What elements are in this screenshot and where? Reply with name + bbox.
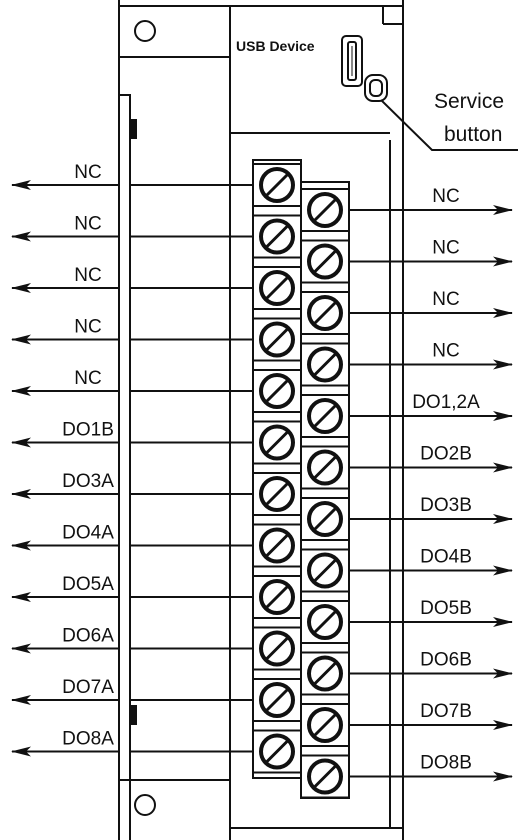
left-terminal-label: DO7A — [62, 677, 114, 698]
right-terminal-row: DO5B — [300, 598, 513, 644]
terminal-screw-icon[interactable] — [252, 575, 302, 619]
usb-device-label: USB Device — [236, 38, 315, 54]
terminal-screw-icon[interactable] — [300, 188, 350, 232]
right-terminal-row: DO1,2A — [300, 392, 513, 438]
right-terminal-label: DO1,2A — [412, 392, 480, 413]
left-terminal-row: DO7A — [11, 677, 302, 722]
left-terminal-row: DO1B — [11, 420, 302, 465]
right-terminal-row: NC — [300, 289, 513, 335]
right-terminal-row: NC — [300, 186, 513, 232]
terminal-screw-icon[interactable] — [252, 317, 302, 362]
right-terminal-row: DO6B — [300, 650, 513, 696]
left-terminal-label: NC — [74, 265, 101, 286]
left-terminal-row: NC — [11, 265, 302, 310]
right-terminal-row-group: NC NC NC NC DO1,2A DO2B DO3B DO4B DO5B DO6B DO7B DO… — [300, 186, 513, 799]
terminal-screw-icon[interactable] — [300, 600, 350, 644]
left-terminal-label: DO6A — [62, 626, 114, 647]
right-terminal-label: NC — [432, 186, 459, 207]
terminal-screw-icon[interactable] — [252, 678, 302, 722]
left-terminal-label: NC — [74, 214, 101, 235]
left-terminal-label: NC — [74, 368, 101, 389]
terminal-screw-icon[interactable] — [252, 626, 302, 671]
left-terminal-row: DO8A — [11, 729, 302, 774]
terminal-screw-icon[interactable] — [300, 291, 350, 335]
right-terminal-label: NC — [432, 289, 459, 310]
terminal-screw-icon[interactable] — [300, 445, 350, 490]
terminal-screw-icon[interactable] — [252, 369, 302, 413]
right-terminal-label: DO3B — [420, 495, 472, 516]
service-button-leader — [380, 99, 518, 151]
right-terminal-row: NC — [300, 341, 513, 387]
service-button-label-line2: button — [444, 123, 502, 146]
terminal-screw-icon[interactable] — [252, 729, 302, 774]
right-terminal-row: DO8B — [300, 753, 513, 799]
right-terminal-row: DO3B — [300, 495, 513, 541]
terminal-screw-icon[interactable] — [300, 497, 350, 541]
left-terminal-label: DO8A — [62, 729, 114, 750]
right-terminal-row: DO7B — [300, 701, 513, 747]
left-terminal-label: DO1B — [62, 420, 114, 441]
service-button[interactable] — [364, 74, 388, 102]
right-terminal-row: DO2B — [300, 444, 513, 490]
service-button-label-line1: Service — [434, 90, 504, 113]
left-terminal-row: NC — [11, 317, 302, 362]
right-terminal-label: DO6B — [420, 650, 472, 671]
terminal-screw-icon[interactable] — [252, 163, 302, 207]
left-terminal-label: NC — [74, 317, 101, 338]
mount-hole-icon — [134, 794, 156, 816]
left-terminal-row: DO4A — [11, 523, 302, 568]
left-terminal-row-group: NC NC NC NC NC DO1B DO3A DO4A DO5A DO6A DO7A DO8A — [11, 162, 302, 774]
right-terminal-label: DO4B — [420, 547, 472, 568]
right-terminal-label: DO5B — [420, 598, 472, 619]
usb-port-icon[interactable] — [341, 35, 363, 87]
right-terminal-label: DO7B — [420, 701, 472, 722]
terminal-screw-icon[interactable] — [252, 420, 302, 465]
side-rail-right — [382, 6, 403, 828]
usb-section: USB Device — [230, 38, 390, 134]
left-terminal-row: NC — [11, 368, 302, 413]
terminal-screw-icon[interactable] — [252, 214, 302, 259]
right-terminal-label: DO8B — [420, 753, 472, 774]
left-terminal-row: NC — [11, 162, 302, 207]
terminal-screw-icon[interactable] — [300, 703, 350, 747]
left-terminal-label: NC — [74, 162, 101, 183]
terminal-screw-icon[interactable] — [252, 266, 302, 310]
left-terminal-label: DO3A — [62, 471, 114, 492]
left-terminal-row: DO3A — [11, 471, 302, 516]
right-terminal-row: NC — [300, 238, 513, 284]
left-terminal-row: DO6A — [11, 626, 302, 671]
left-terminal-label: DO4A — [62, 523, 114, 544]
terminal-screw-icon[interactable] — [300, 548, 350, 593]
right-terminal-label: DO2B — [420, 444, 472, 465]
right-terminal-label: NC — [432, 341, 459, 362]
terminal-screw-icon[interactable] — [252, 472, 302, 516]
mount-hole-icon — [134, 20, 156, 42]
right-terminal-label: NC — [432, 238, 459, 259]
terminal-screw-icon[interactable] — [300, 651, 350, 696]
terminal-screw-icon[interactable] — [300, 394, 350, 438]
left-terminal-row: NC — [11, 214, 302, 259]
terminal-screw-icon[interactable] — [252, 523, 302, 568]
side-rail-left — [119, 94, 137, 840]
terminal-screw-icon[interactable] — [300, 342, 350, 387]
terminal-screw-icon[interactable] — [300, 754, 350, 799]
right-terminal-row: DO4B — [300, 547, 513, 593]
terminal-screw-icon[interactable] — [300, 239, 350, 284]
left-terminal-row: DO5A — [11, 574, 302, 619]
left-terminal-label: DO5A — [62, 574, 114, 595]
